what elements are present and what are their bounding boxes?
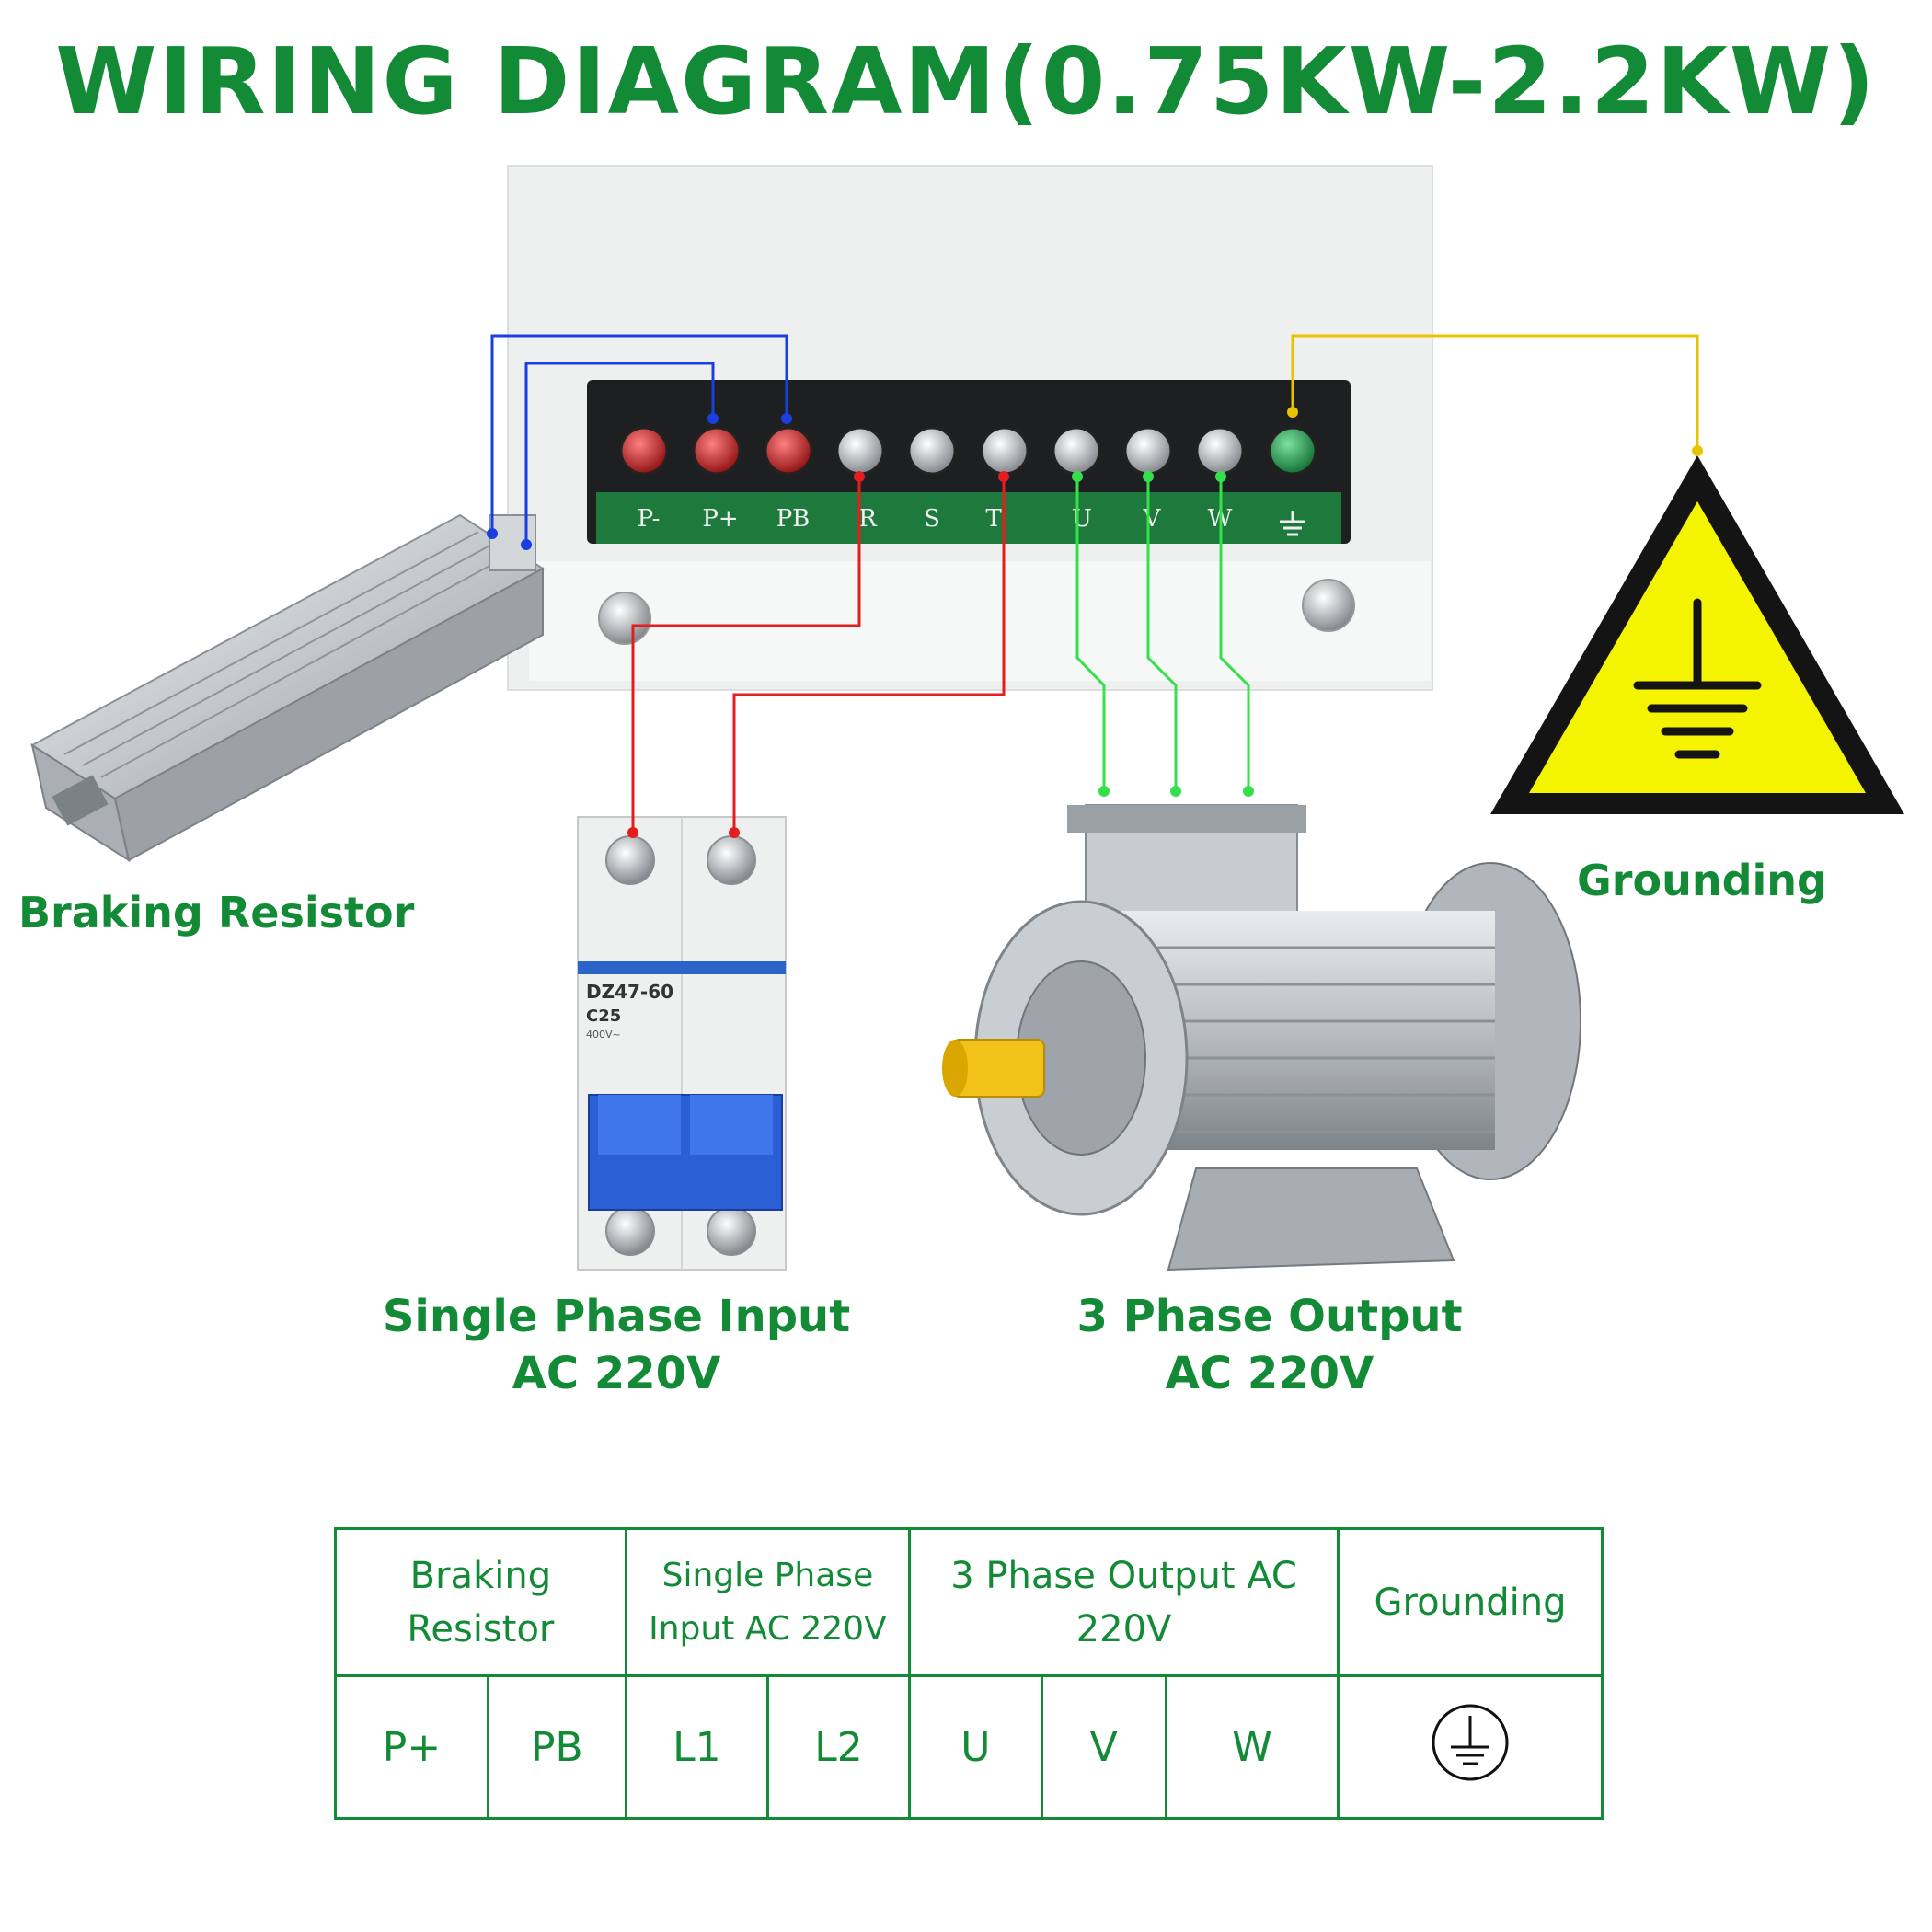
terminal-label-p-plus: P+: [702, 505, 738, 533]
ground-icon: [1432, 1704, 1509, 1780]
terminal-label-u: U: [1072, 505, 1092, 533]
terminal-label-t: T: [985, 505, 1002, 533]
legend-header-input: Single Phase Input AC 220V: [624, 1527, 912, 1677]
terminal-label-r: R: [858, 505, 878, 533]
grounding-warning-sign: [1490, 455, 1904, 814]
circuit-breaker-image: DZ47-60 C25 400V~: [577, 816, 787, 1271]
single-phase-input-line2: AC 220V: [512, 1348, 721, 1399]
breaker-model-label: DZ47-60: [586, 981, 673, 1003]
legend-value-row: P+ PB L1 L2 U V W: [334, 1674, 1604, 1820]
legend-header-output: 3 Phase Output AC 220V: [908, 1527, 1340, 1677]
three-phase-output-label: 3 Phase Output AC 220V: [1040, 1288, 1500, 1402]
wire-r: [631, 477, 861, 833]
page-title: WIRING DIAGRAM(0.75KW-2.2KW): [55, 28, 1877, 135]
breaker-voltage-label: 400V~: [586, 1029, 621, 1041]
motor-image: [942, 804, 1581, 1271]
wire-p-plus: [490, 334, 788, 534]
terminal-label-p-minus: P-: [638, 505, 661, 533]
legend-cell-p-plus: P+: [334, 1674, 489, 1820]
legend-header-row: Braking Resistor Single Phase Input AC 2…: [334, 1527, 1604, 1677]
legend-header-braking: Braking Resistor: [334, 1527, 627, 1677]
legend-cell-ground: [1337, 1674, 1604, 1820]
terminal-label-pb: PB: [776, 505, 811, 533]
legend-cell-l1: L1: [624, 1674, 769, 1820]
legend-cell-l2: L2: [765, 1674, 912, 1820]
legend-cell-v: V: [1040, 1674, 1167, 1820]
wire-ground: [1291, 334, 1699, 451]
terminal-label-v: V: [1143, 505, 1162, 533]
braking-resistor-label: Braking Resistor: [18, 888, 415, 937]
wire-t: [732, 477, 1006, 833]
three-phase-output-line2: AC 220V: [1165, 1348, 1374, 1399]
three-phase-output-line1: 3 Phase Output: [1076, 1291, 1463, 1342]
grounding-label: Grounding: [1577, 856, 1827, 905]
wire-endpoints: [487, 407, 1703, 838]
braking-resistor-image: [30, 513, 545, 863]
ground-terminal-symbol: [1280, 511, 1305, 536]
wire-w: [1219, 477, 1250, 791]
single-phase-input-label: Single Phase Input AC 220V: [359, 1288, 874, 1402]
terminal-legend-table: Braking Resistor Single Phase Input AC 2…: [334, 1527, 1604, 1820]
terminal-label-s: S: [924, 505, 940, 533]
inverter-terminal-block: P- P+ PB R S T U V W: [507, 165, 1433, 691]
legend-cell-pb: PB: [486, 1674, 627, 1820]
legend-cell-w: W: [1164, 1674, 1340, 1820]
breaker-rating-label: C25: [586, 1006, 621, 1026]
legend-cell-u: U: [908, 1674, 1043, 1820]
ground-icon: [1633, 598, 1762, 759]
wire-pb: [524, 362, 715, 545]
legend-header-grounding: Grounding: [1337, 1527, 1604, 1677]
wire-v: [1146, 477, 1178, 791]
wire-u: [1075, 477, 1106, 791]
single-phase-input-line1: Single Phase Input: [382, 1291, 851, 1342]
